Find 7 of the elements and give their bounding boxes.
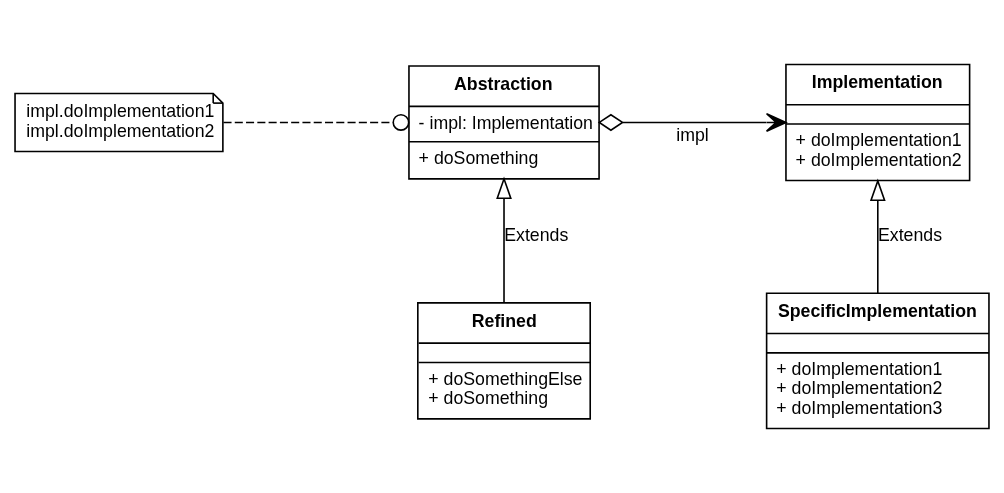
arrow [496, 176, 512, 304]
edge-label: Extends [504, 225, 569, 246]
arrow [597, 112, 787, 132]
edge-label: impl [676, 125, 709, 146]
edge-label: Extends [878, 225, 943, 246]
arrow [869, 178, 886, 294]
connector [222, 113, 410, 131]
